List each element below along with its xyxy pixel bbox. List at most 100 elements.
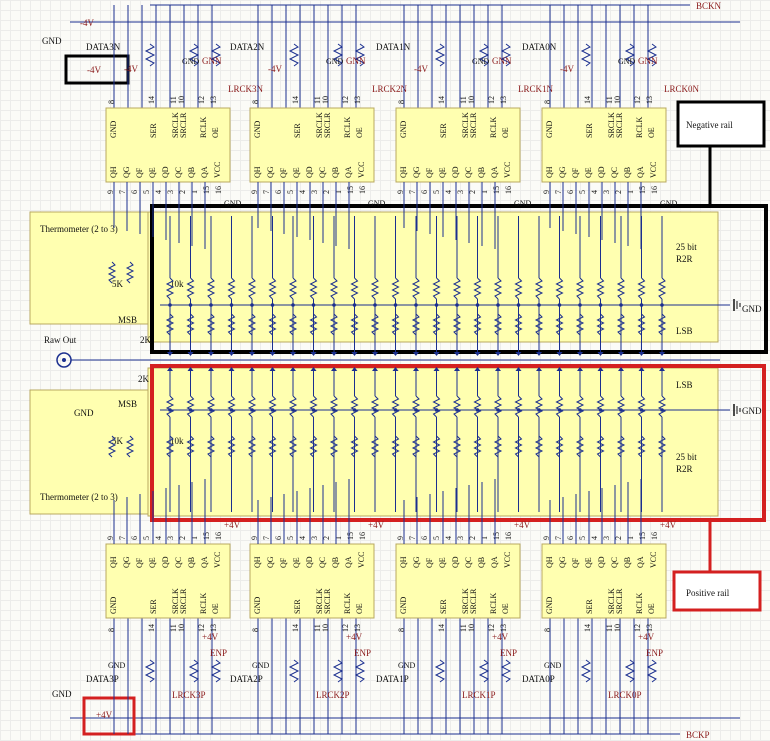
top-chip-out-pin: QH bbox=[399, 166, 408, 178]
bottom-ladder-resistor bbox=[370, 395, 380, 418]
bottom-chip-out-pin: QG bbox=[558, 556, 567, 568]
bottom-ladder-arrow bbox=[249, 367, 255, 371]
top-chip-pin-number: 13 bbox=[353, 96, 362, 104]
bottom-chip-out-number: 16 bbox=[650, 532, 659, 540]
top-chip-pin-number: 13 bbox=[645, 96, 654, 104]
top-chip-pin-name: OE bbox=[647, 127, 656, 138]
top-chip-out-number: 4 bbox=[298, 190, 307, 194]
bottom-ladder-resistor bbox=[616, 395, 626, 418]
bottom-chip-pin-number: 12 bbox=[341, 624, 350, 632]
bottom-chip-pin-number: 11 bbox=[169, 624, 178, 632]
bottom-ladder-resistor bbox=[657, 395, 667, 418]
bottom-ladder-arrow bbox=[269, 367, 276, 371]
top-chip-pin-name: RCLK bbox=[635, 116, 644, 138]
bottom-ladder-resistor bbox=[534, 395, 544, 418]
top-r2r-gnd: GND bbox=[742, 304, 762, 314]
top-chip-pin-number: 8 bbox=[107, 100, 116, 104]
bottom-ladder-arrow bbox=[167, 367, 173, 371]
bottom-chip-pin-number: 14 bbox=[583, 624, 592, 632]
top-ladder-resistor bbox=[350, 277, 359, 300]
top-chip-out-pin: QE bbox=[438, 167, 447, 178]
top-chip-pin-number: 11 bbox=[459, 96, 468, 104]
bottom-chip-out-pin: QG bbox=[122, 556, 131, 568]
top-chip-out-pin: QD bbox=[597, 166, 606, 178]
pulldown-resistor bbox=[624, 659, 636, 683]
top-chip-out-pin: QA bbox=[490, 166, 499, 178]
bottom-chip-out-pin: QG bbox=[266, 556, 275, 568]
top-chip-out-number: 6 bbox=[274, 190, 283, 194]
top-chip-out-pin: QG bbox=[266, 166, 275, 178]
top-gnd-label: GND bbox=[42, 36, 62, 46]
top-ladder-resistor bbox=[186, 277, 195, 300]
top-chip-neg: -4V bbox=[268, 64, 282, 74]
bottom-chip-pin-number: 13 bbox=[499, 624, 508, 632]
bottom-chip-pin-name: SRCLR bbox=[469, 588, 478, 614]
bottom-ladder-resistor bbox=[411, 435, 421, 458]
bckn-label: BCKN bbox=[696, 1, 722, 11]
top-chip-out-number: 6 bbox=[130, 190, 139, 194]
bottom-ladder-resistor bbox=[514, 435, 523, 458]
bottom-chip-out-pin: QH bbox=[109, 556, 118, 568]
top-r2r-bits: 25 bit bbox=[676, 242, 697, 252]
bottom-chip-out-number: 6 bbox=[420, 536, 429, 540]
top-ladder-arrow bbox=[249, 352, 255, 356]
top-supply-text: -4V bbox=[87, 65, 101, 75]
bottom-chip-pin-name: SRCLK bbox=[607, 588, 616, 614]
bottom-chip-out-number: 6 bbox=[566, 536, 575, 540]
top-ladder-resistor bbox=[370, 313, 380, 336]
bottom-ladder-arrow bbox=[351, 367, 358, 371]
bottom-ladder-resistor bbox=[186, 435, 195, 458]
bottom-chip-pin-name: RCLK bbox=[343, 592, 352, 614]
bottom-10k-label: 10k bbox=[170, 436, 184, 446]
bottom-chip-pos: +4V bbox=[492, 632, 509, 642]
bottom-chip-pin-number: 13 bbox=[353, 624, 362, 632]
bottom-ladder-arrow bbox=[454, 367, 460, 371]
bottom-chip-pin-name: SER bbox=[585, 599, 594, 614]
top-chip-out-pin: QB bbox=[331, 167, 340, 178]
bottom-ladder-resistor bbox=[493, 395, 503, 418]
top-chip-out-pin: QC bbox=[318, 167, 327, 178]
bckp-label: BCKP bbox=[686, 730, 710, 740]
bottom-ladder-resistor bbox=[514, 395, 523, 418]
top-ladder-resistor bbox=[288, 277, 298, 300]
bottom-chip-out-number: 1 bbox=[480, 536, 489, 540]
top-chip-out-number: 2 bbox=[178, 190, 187, 194]
top-ladder-arrow bbox=[310, 352, 317, 356]
bottom-chip-out-pin: QA bbox=[200, 556, 209, 568]
bottom-ladder-arrow bbox=[228, 367, 235, 371]
bottom-chip-out-number: 2 bbox=[614, 536, 623, 540]
top-ladder-resistor bbox=[452, 277, 462, 300]
bottom-chip-out-number: 2 bbox=[322, 536, 331, 540]
top-chip-out-pin: QE bbox=[148, 167, 157, 178]
top-chip-out-number: 15 bbox=[346, 186, 355, 194]
bottom-chip-out-pin: QE bbox=[584, 557, 593, 568]
bottom-chip-out-number: 1 bbox=[334, 536, 343, 540]
bottom-chip-out-number: 2 bbox=[178, 536, 187, 540]
pullup-resistor bbox=[500, 43, 512, 67]
top-chip-gnd: GND bbox=[472, 57, 490, 66]
top-ladder-resistor bbox=[637, 313, 646, 336]
top-chip-out-pin: QD bbox=[305, 166, 314, 178]
top-chip-out-number: 15 bbox=[202, 186, 211, 194]
pullup-resistor bbox=[624, 43, 636, 67]
top-ladder-resistor bbox=[596, 277, 605, 300]
top-chip-out-pin: QF bbox=[135, 167, 144, 178]
bottom-ladder-arrow bbox=[577, 367, 583, 371]
top-chip-out-number: 2 bbox=[322, 190, 331, 194]
top-ladder-arrow bbox=[392, 352, 399, 356]
bottom-ladder-resistor bbox=[616, 435, 626, 458]
bottom-supply-callout bbox=[82, 696, 136, 736]
top-ladder-resistor bbox=[227, 313, 236, 336]
bottom-ladder-arrow bbox=[515, 367, 522, 371]
top-chip-out-number: 5 bbox=[142, 190, 151, 194]
top-chip-out-number: 2 bbox=[468, 190, 477, 194]
top-ladder-resistor bbox=[206, 277, 216, 300]
top-ladder-arrow bbox=[269, 352, 276, 356]
top-chip-pin-name: SER bbox=[149, 123, 158, 138]
top-chip-pin-number: 12 bbox=[633, 96, 642, 104]
top-chip-out-number: 3 bbox=[310, 190, 319, 194]
bottom-chip-enp: ENP bbox=[354, 648, 371, 658]
top-chip-pin-number: 14 bbox=[147, 96, 156, 104]
top-ladder-resistor bbox=[473, 313, 482, 336]
